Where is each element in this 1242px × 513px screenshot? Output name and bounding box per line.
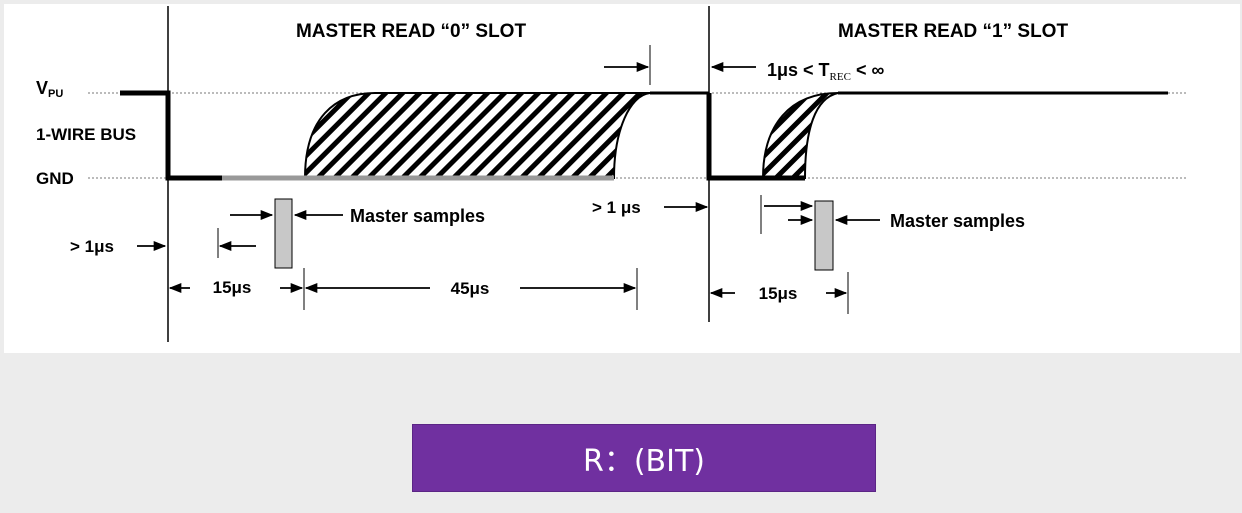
slot1-sample-window — [814, 200, 834, 271]
caption-banner: R：(BIT) — [412, 424, 876, 492]
timing-diagram-panel: MASTER READ “0” SLOT MASTER READ “1” SLO… — [4, 4, 1240, 353]
slot1-master-samples-label: Master samples — [890, 211, 1025, 231]
slot0-hatched-region — [303, 92, 651, 179]
slot1-hatched-region — [761, 92, 839, 179]
gt1us-left-label: > 1μs — [70, 237, 114, 256]
timing-diagram: MASTER READ “0” SLOT MASTER READ “1” SLO… — [36, 6, 1186, 342]
bus-label: 1-WIRE BUS — [36, 125, 136, 144]
slot0-45us-label: 45μs — [451, 279, 490, 298]
slot0-15us-label: 15μs — [213, 278, 252, 297]
slot0-sample-window — [274, 198, 293, 269]
gt1us-mid-label: > 1 μs — [592, 198, 641, 217]
slot0-master-samples-label: Master samples — [350, 206, 485, 226]
gnd-label: GND — [36, 169, 74, 188]
slot1-15us-label: 15μs — [759, 284, 798, 303]
slot0-master-low-pulse — [120, 90, 222, 181]
slot1-master-low-pulse — [706, 93, 805, 181]
vpu-label: VPU — [36, 78, 63, 100]
slot1-title: MASTER READ “1” SLOT — [838, 21, 1069, 42]
slot0-title: MASTER READ “0” SLOT — [296, 21, 527, 42]
trec-label: 1μs < TREC < ∞ — [767, 60, 884, 83]
